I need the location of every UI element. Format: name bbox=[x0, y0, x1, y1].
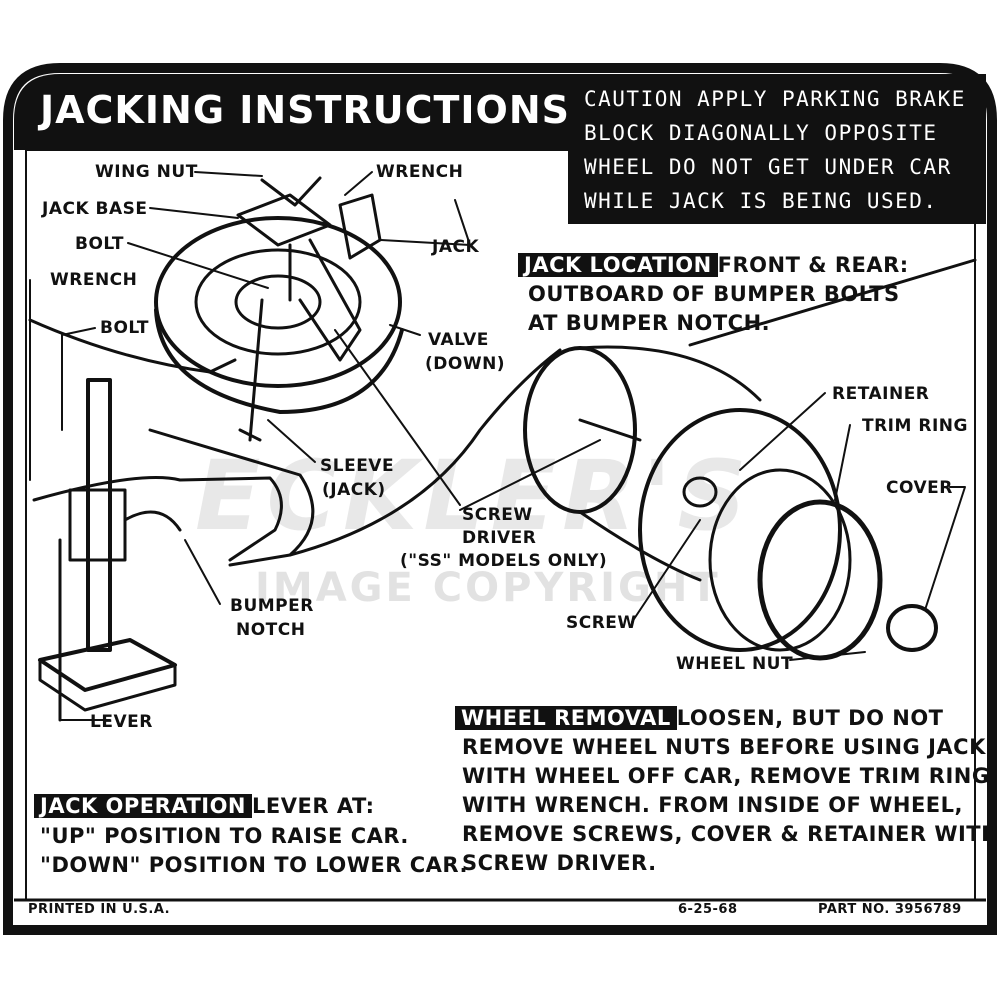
footer-printed: PRINTED IN U.S.A. bbox=[28, 902, 171, 917]
wheel-removal-line-2: REMOVE WHEEL NUTS BEFORE USING JACK. bbox=[462, 735, 995, 759]
wheel-removal-line-5: REMOVE SCREWS, COVER & RETAINER WITH bbox=[462, 822, 1000, 846]
wheel-removal-line-4: WITH WRENCH. FROM INSIDE OF WHEEL, bbox=[462, 793, 964, 817]
jack-location-tag: JACK LOCATION bbox=[518, 253, 718, 277]
watermark-copyright: IMAGE COPYRIGHT bbox=[255, 565, 721, 611]
label-sleeve-sub: (JACK) bbox=[322, 480, 386, 500]
label-wrench-top: WRENCH bbox=[376, 162, 464, 182]
jack-location-line-1: FRONT & REAR: bbox=[717, 253, 909, 277]
caution-line-1: CAUTION APPLY PARKING BRAKE bbox=[584, 87, 966, 111]
label-wheel-nut: WHEEL NUT bbox=[676, 654, 794, 674]
label-cover: COVER bbox=[886, 478, 953, 498]
label-jack: JACK bbox=[432, 237, 480, 257]
label-valve-sub: (DOWN) bbox=[425, 354, 506, 374]
label-valve: VALVE bbox=[428, 330, 489, 350]
label-jack-base: JACK BASE bbox=[42, 199, 148, 219]
label-retainer: RETAINER bbox=[832, 384, 930, 404]
caution-line-2: BLOCK DIAGONALLY OPPOSITE bbox=[584, 121, 938, 145]
bumper-jack-drawing bbox=[38, 378, 182, 722]
jack-operation-line-3: "DOWN" POSITION TO LOWER CAR. bbox=[40, 853, 468, 877]
jack-operation-line-1: LEVER AT: bbox=[252, 794, 375, 818]
jack-operation-line-2: "UP" POSITION TO RAISE CAR. bbox=[40, 824, 409, 848]
label-screw-driver-2: DRIVER bbox=[462, 528, 537, 548]
label-bolt-top: BOLT bbox=[75, 234, 125, 254]
spare-tire-drawing bbox=[154, 216, 404, 414]
jack-base-drawing bbox=[236, 176, 332, 302]
wheel-removal-line-1: LOOSEN, BUT DO NOT bbox=[676, 706, 944, 730]
label-bolt-left: BOLT bbox=[100, 318, 150, 338]
label-bumper-notch-2: NOTCH bbox=[236, 620, 306, 640]
wheel-assembly-drawing bbox=[523, 258, 977, 661]
label-wrench-left: WRENCH bbox=[50, 270, 138, 290]
caution-line-3: WHEEL DO NOT GET UNDER CAR bbox=[584, 155, 952, 179]
label-screw-driver-1: SCREW bbox=[462, 505, 533, 525]
jack-location-line-2: OUTBOARD OF BUMPER BOLTS bbox=[528, 282, 900, 306]
label-lever: LEVER bbox=[90, 712, 153, 732]
label-screw: SCREW bbox=[566, 613, 637, 633]
label-bumper-notch-1: BUMPER bbox=[230, 596, 314, 616]
jack-operation-tag: JACK OPERATION bbox=[34, 794, 253, 818]
label-screw-driver-3: ("SS" MODELS ONLY) bbox=[400, 551, 608, 571]
page-title: JACKING INSTRUCTIONS bbox=[40, 88, 571, 132]
label-sleeve: SLEEVE bbox=[320, 456, 395, 476]
wheel-removal-tag: WHEEL REMOVAL bbox=[455, 706, 677, 730]
watermark-brand: ECKLER'S bbox=[195, 440, 753, 552]
jack-location-line-3: AT BUMPER NOTCH. bbox=[528, 311, 771, 335]
wheel-removal-line-6: SCREW DRIVER. bbox=[462, 851, 657, 875]
label-wing-nut: WING NUT bbox=[95, 162, 198, 182]
leader-lines bbox=[29, 171, 966, 721]
label-trim-ring: TRIM RING bbox=[862, 416, 968, 436]
caution-line-4: WHILE JACK IS BEING USED. bbox=[584, 189, 938, 213]
wheel-removal-line-3: WITH WHEEL OFF CAR, REMOVE TRIM RING bbox=[462, 764, 990, 788]
footer-part-number: PART NO. 3956789 bbox=[818, 902, 962, 917]
footer-date: 6-25-68 bbox=[678, 902, 738, 917]
